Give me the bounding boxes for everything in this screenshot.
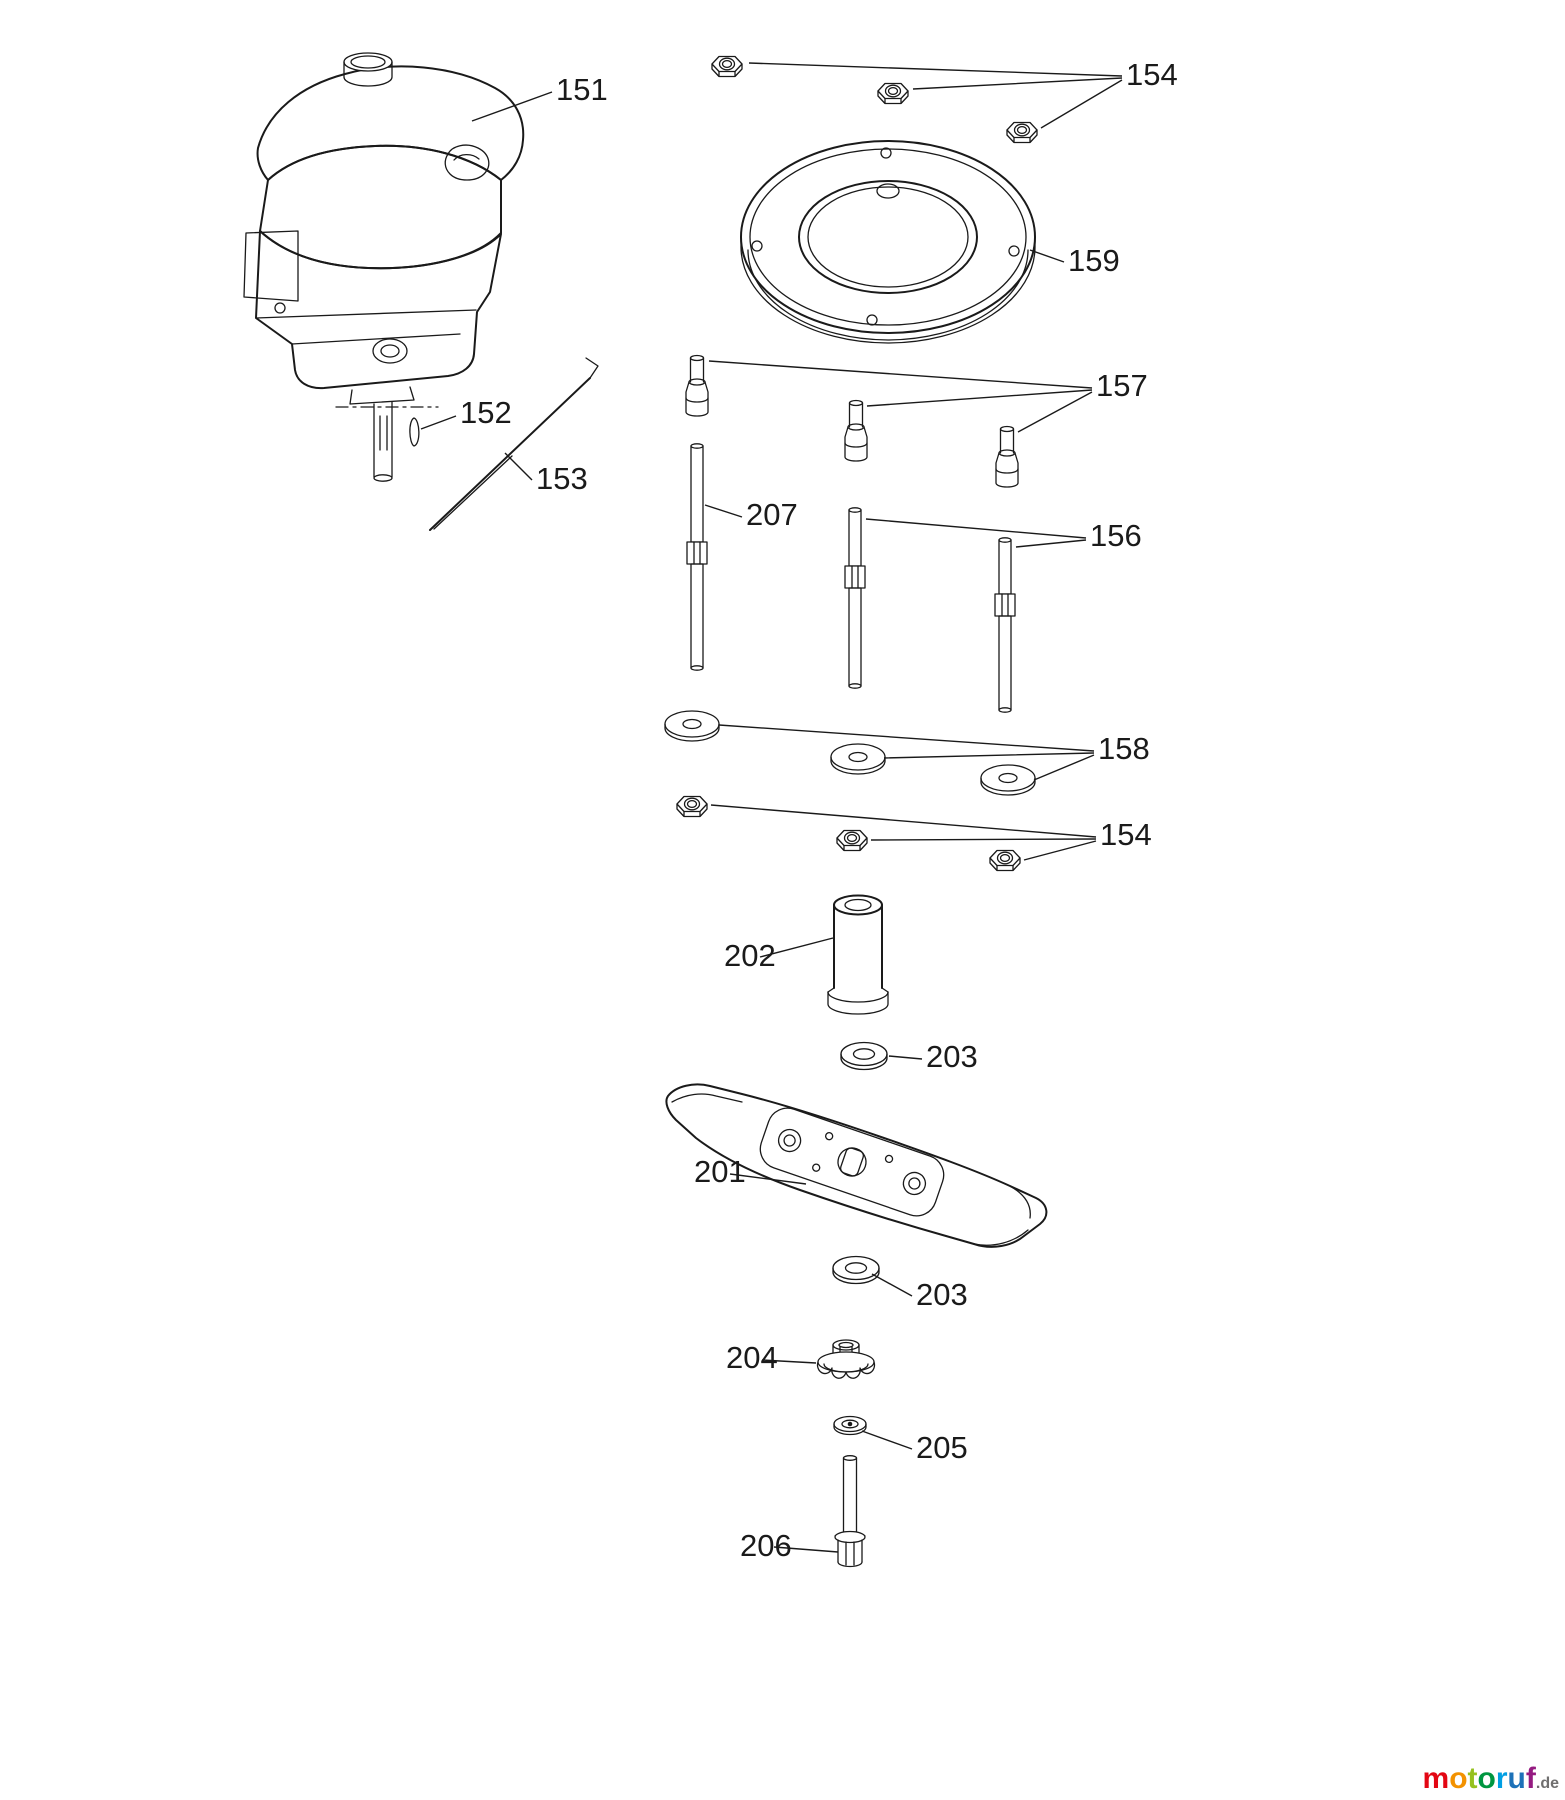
flange-nut — [836, 829, 868, 852]
blade-spacer — [827, 894, 889, 1015]
flange-nut — [989, 849, 1021, 872]
fuel-cap — [343, 52, 393, 87]
blade-mounting-plate — [759, 1107, 945, 1217]
spacer-bushing — [995, 425, 1019, 488]
part-label-206: 206 — [740, 1528, 792, 1563]
part-label-152: 152 — [460, 395, 512, 430]
flange-nuts-middle — [676, 795, 1021, 872]
part-label-159: 159 — [1068, 243, 1120, 278]
part-label-201: 201 — [694, 1154, 746, 1189]
watermark-letter: m — [1422, 1762, 1450, 1795]
flange-nut — [877, 82, 909, 105]
flat-washer — [980, 764, 1036, 796]
blade-adapter — [816, 1339, 876, 1379]
motoruf-watermark: motoruf.de — [1423, 1762, 1559, 1796]
flange-nut — [1006, 121, 1038, 144]
part-label-153: 153 — [536, 461, 588, 496]
watermark-letter: f — [1525, 1762, 1536, 1795]
spacer-bushing — [685, 354, 709, 417]
watermark-letter: o — [1477, 1762, 1496, 1795]
part-label-205: 205 — [916, 1430, 968, 1465]
watermark-letter: o — [1449, 1762, 1468, 1795]
part-label-203-upper: 203 — [926, 1039, 978, 1074]
stud-156 — [844, 507, 866, 689]
shaft-key — [409, 417, 420, 447]
mower-blade — [665, 1083, 1048, 1248]
watermark-suffix: .de — [1535, 1775, 1559, 1792]
stud-207 — [686, 443, 708, 671]
spacer-bushings — [685, 354, 1019, 488]
sealing-washer — [832, 1255, 880, 1285]
part-label-151: 151 — [556, 72, 608, 107]
flat-washer — [664, 710, 720, 742]
flange-nut — [711, 55, 743, 78]
leader-lines — [420, 62, 1123, 1553]
part-label-203-lower: 203 — [916, 1277, 968, 1312]
part-label-204: 204 — [726, 1340, 778, 1375]
flat-washers — [664, 710, 1036, 796]
mounting-studs — [686, 443, 1016, 713]
dipstick — [429, 357, 599, 531]
cooling-fins — [243, 230, 299, 302]
crankshaft — [373, 401, 393, 482]
cup-washer — [833, 1415, 867, 1436]
watermark-letter: t — [1467, 1762, 1478, 1795]
flange-nut — [676, 795, 708, 818]
part-label-154-mid: 154 — [1100, 817, 1152, 852]
stud-156 — [994, 537, 1016, 713]
engine-illustration — [243, 52, 599, 531]
part-labels: 151 152 153 154 159 157 207 156 158 154 … — [460, 57, 1178, 1563]
pulley-ring — [740, 140, 1036, 344]
part-label-154-top: 154 — [1126, 57, 1178, 92]
spacer-bushing — [844, 399, 868, 462]
part-label-156: 156 — [1090, 518, 1142, 553]
flat-washer — [830, 743, 886, 775]
sealing-washer — [840, 1041, 888, 1071]
blade-bolt — [834, 1455, 866, 1568]
part-label-158: 158 — [1098, 731, 1150, 766]
part-label-207: 207 — [746, 497, 798, 532]
part-label-157: 157 — [1096, 368, 1148, 403]
part-label-202: 202 — [724, 938, 776, 973]
flange-nuts-top — [711, 55, 1038, 144]
watermark-letter: r — [1495, 1762, 1508, 1795]
watermark-letter: u — [1507, 1762, 1526, 1795]
